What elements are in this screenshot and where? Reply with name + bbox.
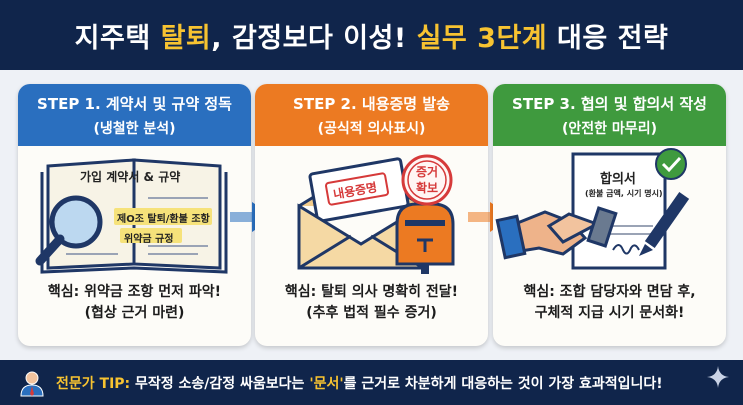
step3-illustration: 합의서 (환불 금액, 시기 명시) xyxy=(493,146,726,276)
step1-core-line2: (협상 근거 마련) xyxy=(84,305,185,321)
step2-header: STEP 2. 내용증명 발송 (공식적 의사표시) xyxy=(255,84,488,146)
title-text-3: 대응 전략 xyxy=(547,22,669,54)
title-banner: 지주택 탈퇴, 감정보다 이성! 실무 3단계 대응 전략 xyxy=(0,0,743,70)
step3-subtitle: (안전한 마무리) xyxy=(562,120,657,137)
step1-illustration: 가입 계약서 & 규약 제O조 탈퇴/환불 조항 위약금 규정 xyxy=(18,146,251,276)
evidence-stamp-line2: 확보 xyxy=(416,181,439,195)
magnifier-icon xyxy=(35,195,103,266)
step3-core-line1: 핵심: 조합 담당자와 면담 후, xyxy=(523,284,696,300)
tip-label: 전문가 TIP: xyxy=(56,375,131,392)
agreement-doc-subtitle: (환불 금액, 시기 명시) xyxy=(585,189,663,198)
step1-core: 핵심: 위약금 조항 먼저 파악! (협상 근거 마련) xyxy=(18,282,251,324)
tip-quoted-word: '문서' xyxy=(309,375,344,392)
check-icon xyxy=(655,148,687,180)
step3-title: STEP 3. 협의 및 합의서 작성 xyxy=(512,94,707,113)
tip-text-after: 를 근거로 차분하게 대응하는 것이 가장 효과적입니다! xyxy=(343,375,663,392)
expert-icon xyxy=(20,371,44,396)
agreement-doc-title: 합의서 xyxy=(600,172,636,187)
title-highlight-1: 탈퇴 xyxy=(160,22,212,54)
page-title: 지주택 탈퇴, 감정보다 이성! 실무 3단계 대응 전략 xyxy=(75,16,669,55)
step3-header: STEP 3. 협의 및 합의서 작성 (안전한 마무리) xyxy=(493,84,726,146)
title-text-2: , 감정보다 이성! xyxy=(211,22,417,54)
open-book-icon xyxy=(35,158,228,274)
step2-core: 핵심: 탈퇴 의사 명확히 전달! (추후 법적 필수 증거) xyxy=(255,282,488,324)
step1-subtitle: (냉철한 분석) xyxy=(93,120,176,137)
step2-core-line1: 핵심: 탈퇴 의사 명확히 전달! xyxy=(284,284,459,300)
step2-subtitle: (공식적 의사표시) xyxy=(317,120,426,137)
tip-text: 전문가 TIP: 무작정 소송/감정 싸움보다는 '문서'를 근거로 차분하게 … xyxy=(56,373,663,393)
envelope-icon xyxy=(297,154,455,274)
mailbox-icon xyxy=(395,202,455,274)
sparkle-icon xyxy=(707,366,729,388)
pen-icon xyxy=(639,191,690,256)
refund-clause-highlight: 제O조 탈퇴/환불 조항 xyxy=(117,214,210,225)
agreement-doc-icon xyxy=(495,148,690,270)
step2-core-line2: (추후 법적 필수 증거) xyxy=(306,305,437,321)
step1-card: STEP 1. 계약서 및 규약 정독 (냉철한 분석) 가입 계약서 & 규약… xyxy=(18,84,251,346)
step3-card: STEP 3. 협의 및 합의서 작성 (안전한 마무리) 합의서 xyxy=(493,84,726,346)
tip-text-before: 무작정 소송/감정 싸움보다는 xyxy=(130,375,310,392)
step2-illustration: 내용증명 증거 확보 xyxy=(255,146,488,276)
handshake-icon xyxy=(495,206,618,260)
evidence-stamp-line1: 증거 xyxy=(416,165,439,179)
step2-title: STEP 2. 내용증명 발송 xyxy=(293,94,450,113)
step2-card: STEP 2. 내용증명 발송 (공식적 의사표시) 내용증명 증거 확보 핵심… xyxy=(255,84,488,346)
penalty-clause-highlight: 위약금 규정 xyxy=(124,234,174,245)
step3-core: 핵심: 조합 담당자와 면담 후, 구체적 지급 시기 문서화! xyxy=(493,282,726,324)
step1-header: STEP 1. 계약서 및 규약 정독 (냉철한 분석) xyxy=(18,84,251,146)
title-text-1: 지주택 xyxy=(74,22,161,54)
step1-title: STEP 1. 계약서 및 규약 정독 xyxy=(37,94,232,113)
title-highlight-2: 실무 3단계 xyxy=(416,22,548,54)
tip-banner: 전문가 TIP: 무작정 소송/감정 싸움보다는 '문서'를 근거로 차분하게 … xyxy=(0,360,743,405)
contract-doc-title: 가입 계약서 & 규약 xyxy=(80,170,181,184)
step3-core-line2: 구체적 지급 시기 문서화! xyxy=(534,305,685,321)
step1-core-line1: 핵심: 위약금 조항 먼저 파악! xyxy=(47,284,222,300)
